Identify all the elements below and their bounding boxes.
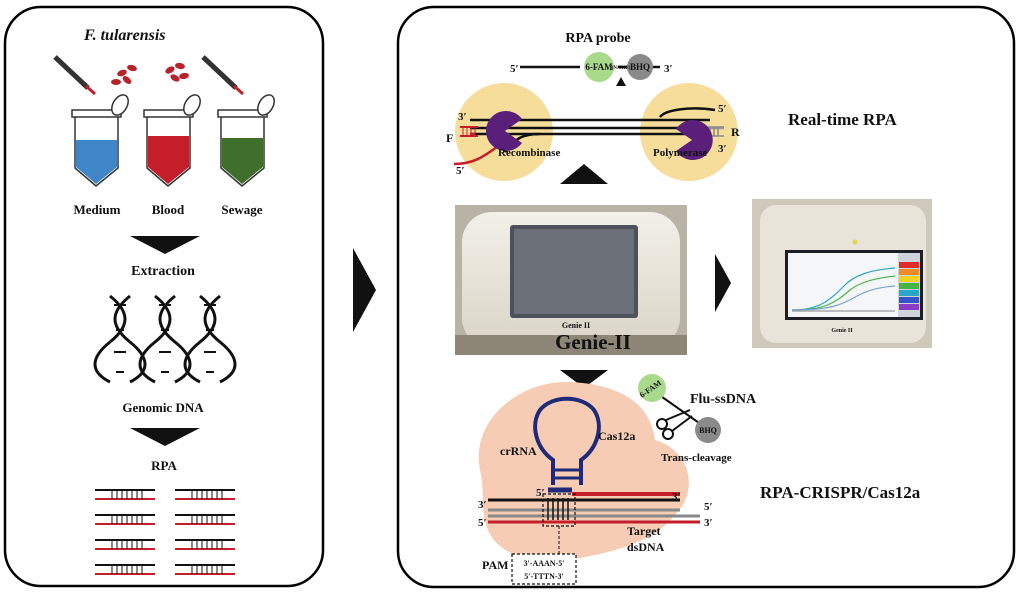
- bhq-label: BHQ: [630, 62, 650, 72]
- pipette-right-icon: [201, 55, 244, 96]
- arrow-right-device: [715, 254, 731, 312]
- tube-blood-icon: [143, 94, 201, 187]
- forward-primer-label: F: [446, 131, 453, 145]
- recombinase-pacman-icon: [486, 111, 522, 151]
- method-real-time-rpa: Real-time RPA: [788, 110, 897, 129]
- pipette-left-icon: [53, 55, 96, 96]
- rpa-product-icons: [94, 489, 236, 575]
- step-rpa: RPA: [151, 458, 177, 473]
- recombinase-label: Recombinase: [498, 147, 560, 159]
- pam-seq-2: 5′-TTTN-3′: [524, 572, 564, 581]
- sample-label-blood: Blood: [152, 202, 185, 217]
- cas-right-5prime: 5′: [704, 501, 713, 513]
- fam-dot: [584, 52, 614, 82]
- primer-f-bars: [460, 126, 478, 137]
- crrna-label: crRNA: [500, 444, 537, 458]
- reporter-bhq-dot: [695, 417, 721, 443]
- reverse-primer-label: R: [731, 125, 740, 139]
- cas12a-label: Cas12a: [598, 429, 635, 443]
- cas-left-5prime-bottom: 5′: [478, 517, 487, 529]
- bhq-dot: [627, 54, 653, 80]
- cas-left-3prime-top: 3′: [478, 499, 487, 511]
- dna-helix-icons: [93, 294, 237, 384]
- arrow-down-2: [130, 428, 200, 446]
- target-dsdna: [488, 487, 700, 524]
- arrow-up-device: [560, 164, 608, 184]
- method-rpa-crispr: RPA-CRISPR/Cas12a: [760, 483, 921, 502]
- device-badge: Genie II: [562, 321, 590, 330]
- target-label: Target: [627, 524, 661, 538]
- bacteria-icon: [111, 62, 189, 85]
- genie-device-photo: [455, 205, 687, 355]
- dsdna-label: dsDNA: [627, 540, 665, 554]
- organism-label: F. tularensis: [83, 27, 166, 44]
- pam-seq-box: [511, 553, 577, 585]
- sample-label-sewage: Sewage: [221, 202, 262, 217]
- probe-5prime: 5′: [510, 63, 519, 75]
- probe-3prime: 3′: [664, 63, 673, 75]
- rpa-probe-label: RPA probe: [565, 31, 630, 46]
- crrna-structure: [533, 396, 601, 485]
- scissors-icon: [656, 409, 693, 440]
- rpa-right-5prime: 5′: [718, 103, 727, 115]
- arrow-right-main: [353, 248, 376, 332]
- rpa-bottom-5prime: 5′: [456, 165, 465, 177]
- cas-crrna-5prime: 5′: [536, 487, 545, 499]
- left-panel-frame: [3, 5, 325, 588]
- trans-cleavage-label: Trans-cleavage: [661, 452, 732, 464]
- polymerase-pacman-icon: [676, 120, 713, 160]
- arrow-down-1: [130, 236, 200, 254]
- genie-result-photo: [752, 199, 932, 348]
- thf-label: (N/THF): [612, 66, 631, 71]
- rpa-top-3prime: 3′: [458, 111, 467, 123]
- reporter-fam-dot: [638, 374, 666, 402]
- sample-label-medium: Medium: [74, 202, 121, 217]
- flu-ssdna-label: Flu-ssDNA: [690, 392, 757, 407]
- pam-label: PAM: [482, 558, 508, 572]
- device-name-label: Genie-II: [555, 330, 631, 354]
- result-device-badge: Genie II: [831, 328, 853, 334]
- cas-right-3prime: 3′: [704, 517, 713, 529]
- fam-label: 6-FAM: [585, 62, 613, 72]
- tube-sewage-icon: [217, 94, 275, 187]
- reporter-bhq-label: BHQ: [699, 426, 717, 435]
- pam-seq-1: 3′-AAAN-5′: [524, 559, 565, 568]
- step-extraction: Extraction: [131, 264, 195, 279]
- rpa-right-3prime: 3′: [718, 143, 727, 155]
- tube-medium-icon: [71, 94, 129, 187]
- reporter-ssdna: [638, 374, 721, 443]
- thf-marker-icon: [616, 77, 626, 86]
- arrow-down-device: [560, 370, 608, 388]
- polymerase-label: Polymerase: [653, 147, 707, 159]
- step-genomic-dna: Genomic DNA: [122, 400, 204, 415]
- cas-crrna-3prime: 3′: [672, 491, 681, 503]
